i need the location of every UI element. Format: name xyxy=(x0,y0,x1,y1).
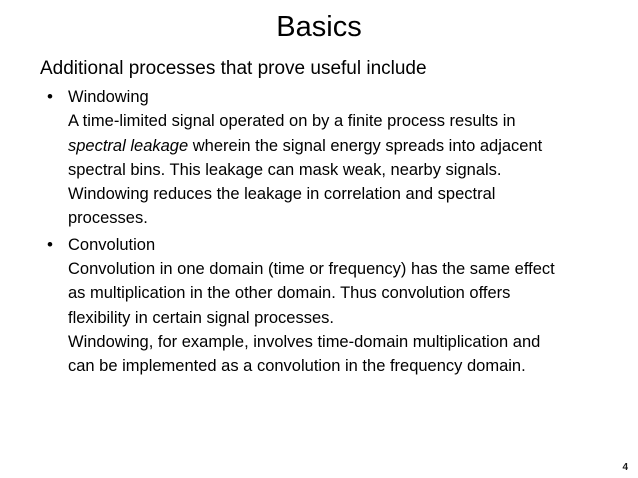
page-title: Basics xyxy=(276,11,362,43)
bullet-line: can be implemented as a convolution in t… xyxy=(68,357,526,376)
lead-line: Additional processes that prove useful i… xyxy=(40,58,427,79)
bullet-line: Windowing reduces the leakage in correla… xyxy=(68,185,496,204)
bullet-line: Convolution in one domain (time or frequ… xyxy=(68,260,555,279)
bullet-list: • Windowing A time-limited signal operat… xyxy=(40,85,620,379)
bullet-heading: Convolution xyxy=(68,235,156,254)
emphasis-term: spectral leakage xyxy=(68,136,189,155)
bullet-text-block: Convolution Convolution in one domain (t… xyxy=(68,233,620,379)
bullet-line: A time-limited signal operated on by a f… xyxy=(68,112,516,131)
page-number: 4 xyxy=(622,462,628,473)
bullet-point-icon: • xyxy=(47,234,53,254)
list-item: • Windowing A time-limited signal operat… xyxy=(40,85,620,231)
bullet-line: as multiplication in the other domain. T… xyxy=(68,284,511,303)
bullet-line: spectral bins. This leakage can mask wea… xyxy=(68,160,502,179)
list-item: • Convolution Convolution in one domain … xyxy=(40,233,620,379)
bullet-heading: Windowing xyxy=(68,88,149,106)
bullet-line: Windowing, for example, involves time-do… xyxy=(68,332,541,351)
bullet-line-rest: wherein the signal energy spreads into a… xyxy=(188,136,543,155)
bullet-line: processes. xyxy=(68,209,148,228)
bullet-point-icon: • xyxy=(47,87,53,106)
slide-body: Additional processes that prove useful i… xyxy=(40,56,620,381)
bullet-text-block: Windowing A time-limited signal operated… xyxy=(68,85,620,231)
bullet-line: spectral leakage wherein the signal ener… xyxy=(68,134,620,158)
bullet-line: flexibility in certain signal processes. xyxy=(68,308,334,327)
